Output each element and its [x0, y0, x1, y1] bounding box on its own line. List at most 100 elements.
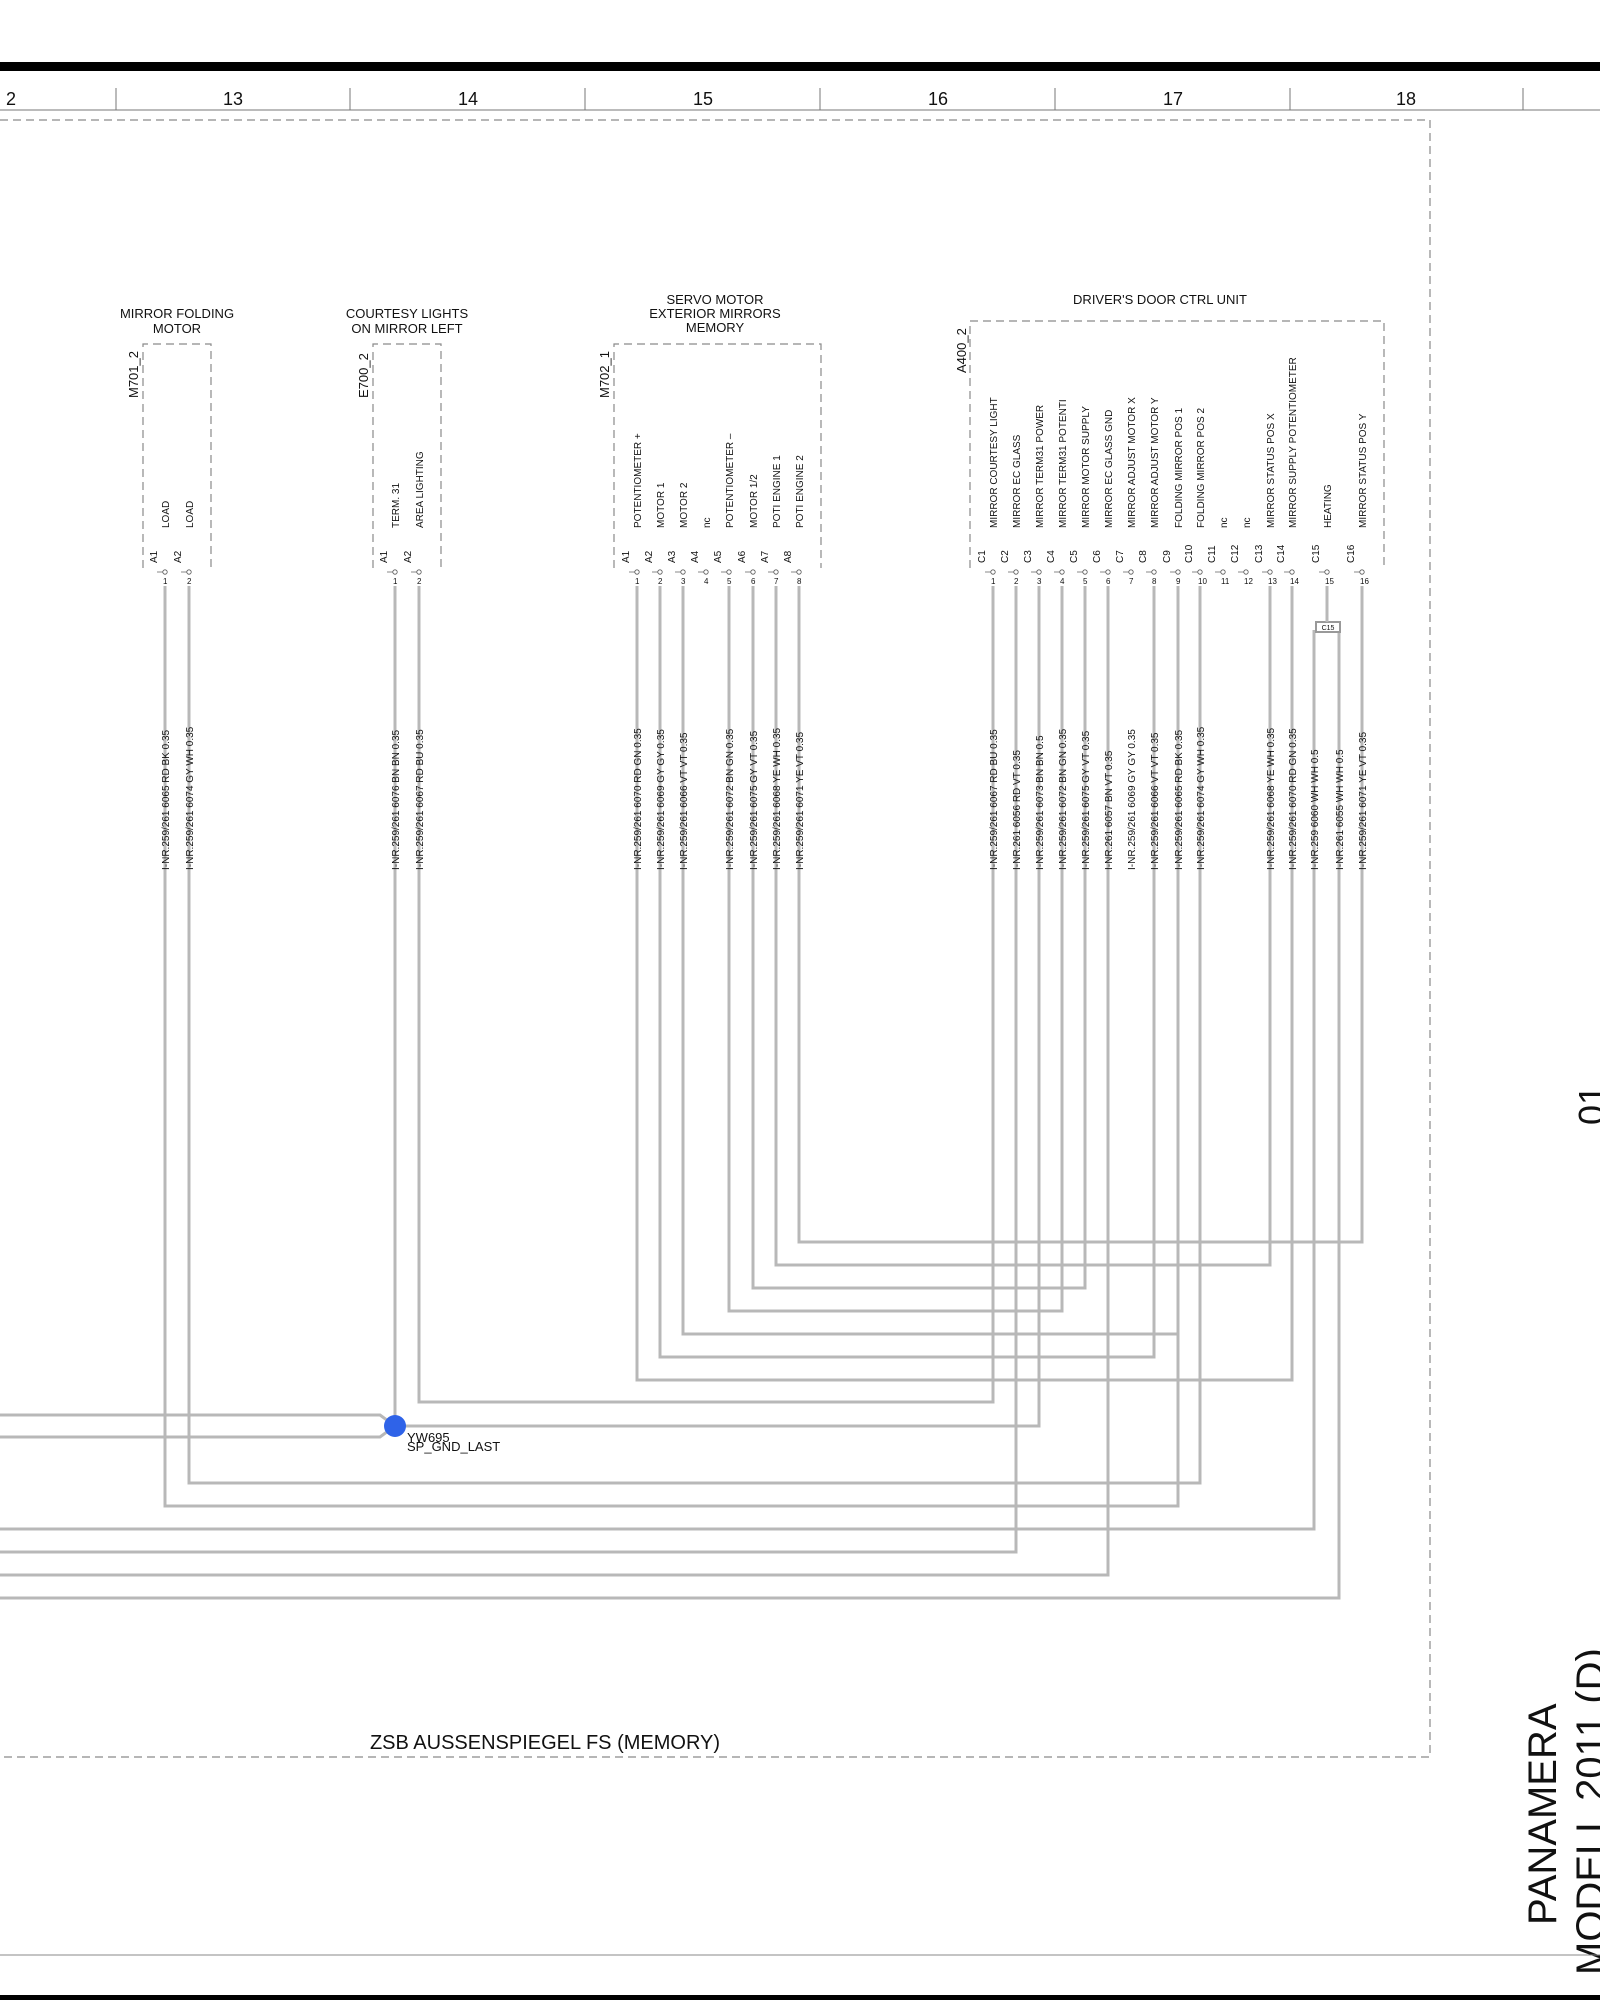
- pin-terminal[interactable]: [1289, 569, 1295, 575]
- pin-terminal[interactable]: [186, 569, 192, 575]
- pin-signal-group: FOLDING MIRROR POS 1: [1174, 408, 1185, 528]
- pin-name-group: A1: [621, 550, 632, 563]
- pin-signal: MIRROR TERM31 POTENTI: [1058, 399, 1069, 528]
- component-title: COURTESY LIGHTS: [346, 306, 469, 321]
- pin-terminal[interactable]: [1175, 569, 1181, 575]
- pin-name-group: A4: [690, 550, 701, 563]
- wire-harness: C15: [0, 586, 1364, 1600]
- wire-label-group: I-NR.259/261 6066 VT VT 0.35: [1150, 732, 1161, 870]
- wire-6056[interactable]: [0, 586, 1018, 1554]
- pin-name: C2: [1000, 550, 1011, 563]
- wire-label-group: I-NR.259/261 6071 YE VT 0.35: [795, 732, 806, 870]
- wire-6071[interactable]: [797, 586, 1364, 1244]
- wire-6073[interactable]: [395, 586, 1041, 1428]
- wire-6068[interactable]: [774, 586, 1272, 1267]
- pin-signal: POTI ENGINE 1: [772, 455, 783, 528]
- pin-terminal[interactable]: [1243, 569, 1249, 575]
- wire-6075[interactable]: [751, 586, 1087, 1290]
- pin-signal-group: MIRROR EC GLASS GND: [1104, 410, 1115, 528]
- wire-ground-bus[interactable]: [0, 1413, 398, 1439]
- wire-label: I-NR.259/261 6075 GY VT 0.35: [749, 730, 760, 870]
- pin-terminal[interactable]: [1220, 569, 1226, 575]
- pin-signal: FOLDING MIRROR POS 1: [1174, 408, 1185, 528]
- pin-name: C13: [1254, 544, 1265, 563]
- pin-terminal[interactable]: [1059, 569, 1065, 575]
- pin-terminal[interactable]: [703, 569, 709, 575]
- pin-number: 6: [1106, 577, 1111, 586]
- pin-terminal[interactable]: [796, 569, 802, 575]
- pin-signal: FOLDING MIRROR POS 2: [1196, 408, 1207, 528]
- pin-signal: POTENTIOMETER +: [633, 433, 644, 528]
- wire-label-group: I-NR.259/261 6068 YE WH 0.35: [772, 727, 783, 870]
- splice-yw695-point[interactable]: [384, 1415, 406, 1437]
- pin-name-group: C15: [1311, 544, 1322, 563]
- pin-terminal[interactable]: [1151, 569, 1157, 575]
- pin-signal: MIRROR ADJUST MOTOR X: [1127, 397, 1138, 528]
- pin-terminal[interactable]: [392, 569, 398, 575]
- pin-signal: POTENTIOMETER –: [725, 433, 736, 528]
- pin-number: 16: [1360, 577, 1369, 586]
- pin-name-group: A5: [713, 550, 724, 563]
- wire-6072[interactable]: [727, 586, 1064, 1313]
- model-name: PANAMERA: [1521, 1703, 1565, 1925]
- pin-terminal[interactable]: [162, 569, 168, 575]
- wire-label: I-NR.259/261 6069 GY GY 0.35: [1127, 729, 1138, 870]
- pin-terminal[interactable]: [990, 569, 996, 575]
- wire-label-group: I-NR.259/261 6072 BN GN 0.35: [725, 728, 736, 870]
- pin-signal-group: POTENTIOMETER +: [633, 433, 644, 528]
- pin-terminal[interactable]: [750, 569, 756, 575]
- wire-6057[interactable]: [0, 586, 1110, 1577]
- pin-signal: MOTOR 1: [656, 482, 667, 528]
- pin-name-group: C1: [977, 550, 988, 563]
- wire-label: I-NR.259/261 6066 VT VT 0.35: [679, 732, 690, 870]
- frame-title: ZSB AUSSENSPIEGEL FS (MEMORY): [370, 1732, 720, 1754]
- pin-number: 9: [1176, 577, 1181, 586]
- wire-label: I-NR.259/261 6072 BN GN 0.35: [1058, 728, 1069, 870]
- pin-terminal[interactable]: [1359, 569, 1365, 575]
- pin-terminal[interactable]: [634, 569, 640, 575]
- pin-terminal[interactable]: [1105, 569, 1111, 575]
- pin-signal-group: MIRROR ADJUST MOTOR Y: [1150, 397, 1161, 528]
- wire-6060[interactable]: [0, 630, 1316, 1531]
- pin-terminal[interactable]: [1267, 569, 1273, 575]
- pin-terminal[interactable]: [1324, 569, 1330, 575]
- pin-name-group: A3: [667, 550, 678, 563]
- pin-terminal[interactable]: [1082, 569, 1088, 575]
- wire-6065[interactable]: [163, 586, 1180, 1508]
- pin-signal-group: MIRROR TERM31 POTENTI: [1058, 399, 1069, 528]
- pin-signal-group: TERM. 31: [391, 483, 402, 528]
- model-title: PANAMERA: [1521, 1703, 1565, 1925]
- wire-label: I-NR.261 6056 RD VT 0.35: [1012, 750, 1023, 870]
- pin-name-group: A7: [760, 550, 771, 563]
- wire-label: I-NR.259/261 6070 RD GN 0.35: [1288, 728, 1299, 870]
- wire-label: I-NR.261 6055 WH WH 0.5: [1335, 749, 1346, 870]
- wire-6074[interactable]: [187, 586, 1202, 1485]
- pin-signal: MIRROR SUPPLY POTENTIOMETER: [1288, 357, 1299, 528]
- pin-signal-group: POTI ENGINE 1: [772, 455, 783, 528]
- pin-terminal[interactable]: [726, 569, 732, 575]
- pin-signal-group: LOAD: [161, 501, 172, 528]
- pin-terminal[interactable]: [1013, 569, 1019, 575]
- wire-label: I-NR.259/261 6070 RD GN 0.35: [633, 728, 644, 870]
- wire-6069[interactable]: [658, 586, 1156, 1359]
- pin-signal: MIRROR ADJUST MOTOR Y: [1150, 397, 1161, 528]
- pin-terminal[interactable]: [1036, 569, 1042, 575]
- pin-signal: nc: [1242, 517, 1253, 528]
- pin-terminal[interactable]: [680, 569, 686, 575]
- pin-terminal[interactable]: [773, 569, 779, 575]
- pin-terminal[interactable]: [416, 569, 422, 575]
- pin-terminal[interactable]: [1197, 569, 1203, 575]
- wire-6066[interactable]: [683, 586, 1180, 1336]
- component-title: MEMORY: [686, 320, 745, 335]
- wire-6067[interactable]: [417, 586, 995, 1404]
- pin-terminal[interactable]: [1128, 569, 1134, 575]
- pin-number: 8: [797, 577, 802, 586]
- wire-6055[interactable]: [0, 630, 1341, 1600]
- pin-terminal[interactable]: [657, 569, 663, 575]
- wire-6070[interactable]: [635, 586, 1294, 1382]
- component-outline: [613, 343, 822, 568]
